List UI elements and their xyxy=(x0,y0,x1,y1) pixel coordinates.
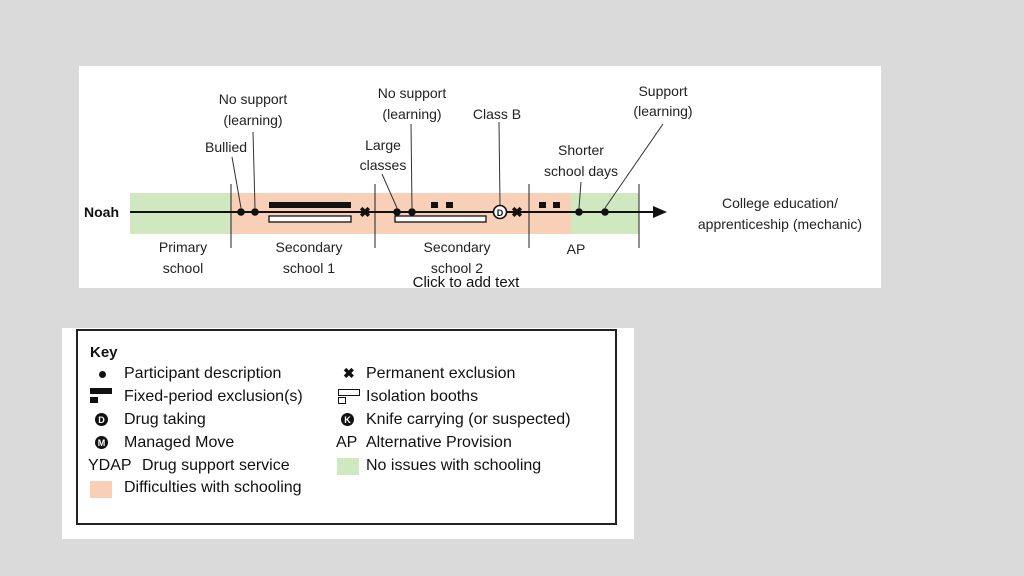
segment-label-secondary-2-line1: Secondary xyxy=(424,239,491,255)
outcome-label-line1: College education/ xyxy=(722,195,838,211)
key-abbr-ap: AP xyxy=(336,434,358,451)
key-label-drug-taking: Drug taking xyxy=(124,411,206,428)
outcome-label-line2: apprenticeship (mechanic) xyxy=(698,216,862,232)
fixed-period-exclusion-block xyxy=(539,202,546,208)
cross-icon: ✖ xyxy=(343,365,355,381)
key-title: Key xyxy=(90,344,118,361)
annotation-leader xyxy=(231,156,242,209)
key-label-permanent-exclusion: Permanent exclusion xyxy=(366,365,516,382)
svg-text:K: K xyxy=(344,415,351,425)
svg-text:M: M xyxy=(98,438,106,448)
cross-icon: ✖ xyxy=(359,204,371,220)
key-label-alternative-provision: Alternative Provision xyxy=(366,434,512,451)
annotation-large-classes-line2: classes xyxy=(360,157,407,173)
dot-icon xyxy=(251,208,259,216)
segment-label-primary-line1: Primary xyxy=(159,239,207,255)
timeline-diagram: Noah ✖ ✖ D Bullied No support (learning)… xyxy=(84,83,862,276)
key-label-isolation-booths: Isolation booths xyxy=(366,388,479,405)
fixed-period-bars-icon xyxy=(90,388,112,394)
dot-icon xyxy=(408,208,416,216)
annotation-leader xyxy=(252,131,256,209)
key-label-fixed-period: Fixed-period exclusion(s) xyxy=(124,388,303,405)
dot-icon xyxy=(237,208,245,216)
annotation-large-classes-line1: Large xyxy=(365,137,401,153)
annotation-shorter-days-line1: Shorter xyxy=(558,142,604,158)
key-box: Key Participant description Fixed-period… xyxy=(76,329,617,525)
segment-label-ap: AP xyxy=(567,241,586,257)
svg-text:D: D xyxy=(98,415,105,425)
annotation-no-support-1-line1: No support xyxy=(219,91,288,107)
annotation-class-b: Class B xyxy=(473,106,521,122)
fixed-period-exclusion-block xyxy=(553,202,560,208)
annotation-no-support-2-line2: (learning) xyxy=(382,106,441,122)
cross-icon: ✖ xyxy=(511,204,523,220)
isolation-booth-icon xyxy=(338,389,360,396)
fixed-period-exclusion-block xyxy=(446,202,453,208)
peach-swatch-icon xyxy=(90,481,112,498)
annotation-support-line2: (learning) xyxy=(633,103,692,119)
annotation-leader xyxy=(604,123,664,209)
annotation-bullied: Bullied xyxy=(205,139,247,155)
k-circle-icon: K xyxy=(341,413,354,426)
annotation-leader xyxy=(410,123,413,209)
dot-icon xyxy=(575,208,583,216)
annotation-leader xyxy=(381,173,398,209)
fixed-period-bars-icon-small xyxy=(90,397,98,403)
participant-name: Noah xyxy=(84,204,119,220)
d-circle-icon xyxy=(492,204,508,220)
fixed-period-exclusion-block xyxy=(431,202,438,208)
annotation-no-support-2-line1: No support xyxy=(378,85,447,101)
key-label-difficulties: Difficulties with schooling xyxy=(124,479,302,496)
segment-label-primary-line2: school xyxy=(163,260,203,276)
timeline-arrowhead-icon xyxy=(653,206,667,218)
segment-bg-primary xyxy=(130,193,231,234)
segment-label-secondary-1-line1: Secondary xyxy=(276,239,343,255)
dot-icon xyxy=(601,208,609,216)
annotation-shorter-days-line2: school days xyxy=(544,163,618,179)
isolation-booth-icon-small xyxy=(338,397,346,404)
annotation-leader xyxy=(498,121,501,206)
key-label-participant-description: Participant description xyxy=(124,365,282,382)
key-label-drug-support: Drug support service xyxy=(142,457,290,474)
isolation-booth-bar xyxy=(394,215,487,223)
d-circle-letter: D xyxy=(497,208,504,218)
segment-bg-ap-difficulties xyxy=(529,193,571,234)
annotation-no-support-1-line2: (learning) xyxy=(223,112,282,128)
segment-label-secondary-2-line2: school 2 xyxy=(431,260,483,276)
dot-icon xyxy=(393,208,401,216)
d-circle-icon: D xyxy=(95,413,108,426)
fixed-period-exclusion-bar xyxy=(269,202,351,208)
key-label-no-issues: No issues with schooling xyxy=(366,457,542,474)
key-label-managed-move: Managed Move xyxy=(124,434,235,451)
timeline-panel: Noah ✖ ✖ D Bullied No support (learning)… xyxy=(79,66,881,288)
key-panel: Key Participant description Fixed-period… xyxy=(62,328,634,539)
m-circle-icon: M xyxy=(95,436,108,449)
annotation-leader xyxy=(578,181,582,209)
key-abbr-ydap: YDAP xyxy=(88,457,132,474)
green-swatch-icon xyxy=(337,458,359,475)
dot-icon xyxy=(99,371,106,378)
segment-label-secondary-1-line2: school 1 xyxy=(283,260,335,276)
key-label-knife-carrying: Knife carrying (or suspected) xyxy=(366,411,571,428)
annotation-support-line1: Support xyxy=(638,83,687,99)
text-placeholder[interactable]: Click to add text xyxy=(412,274,520,291)
isolation-booth-bar xyxy=(268,215,352,223)
